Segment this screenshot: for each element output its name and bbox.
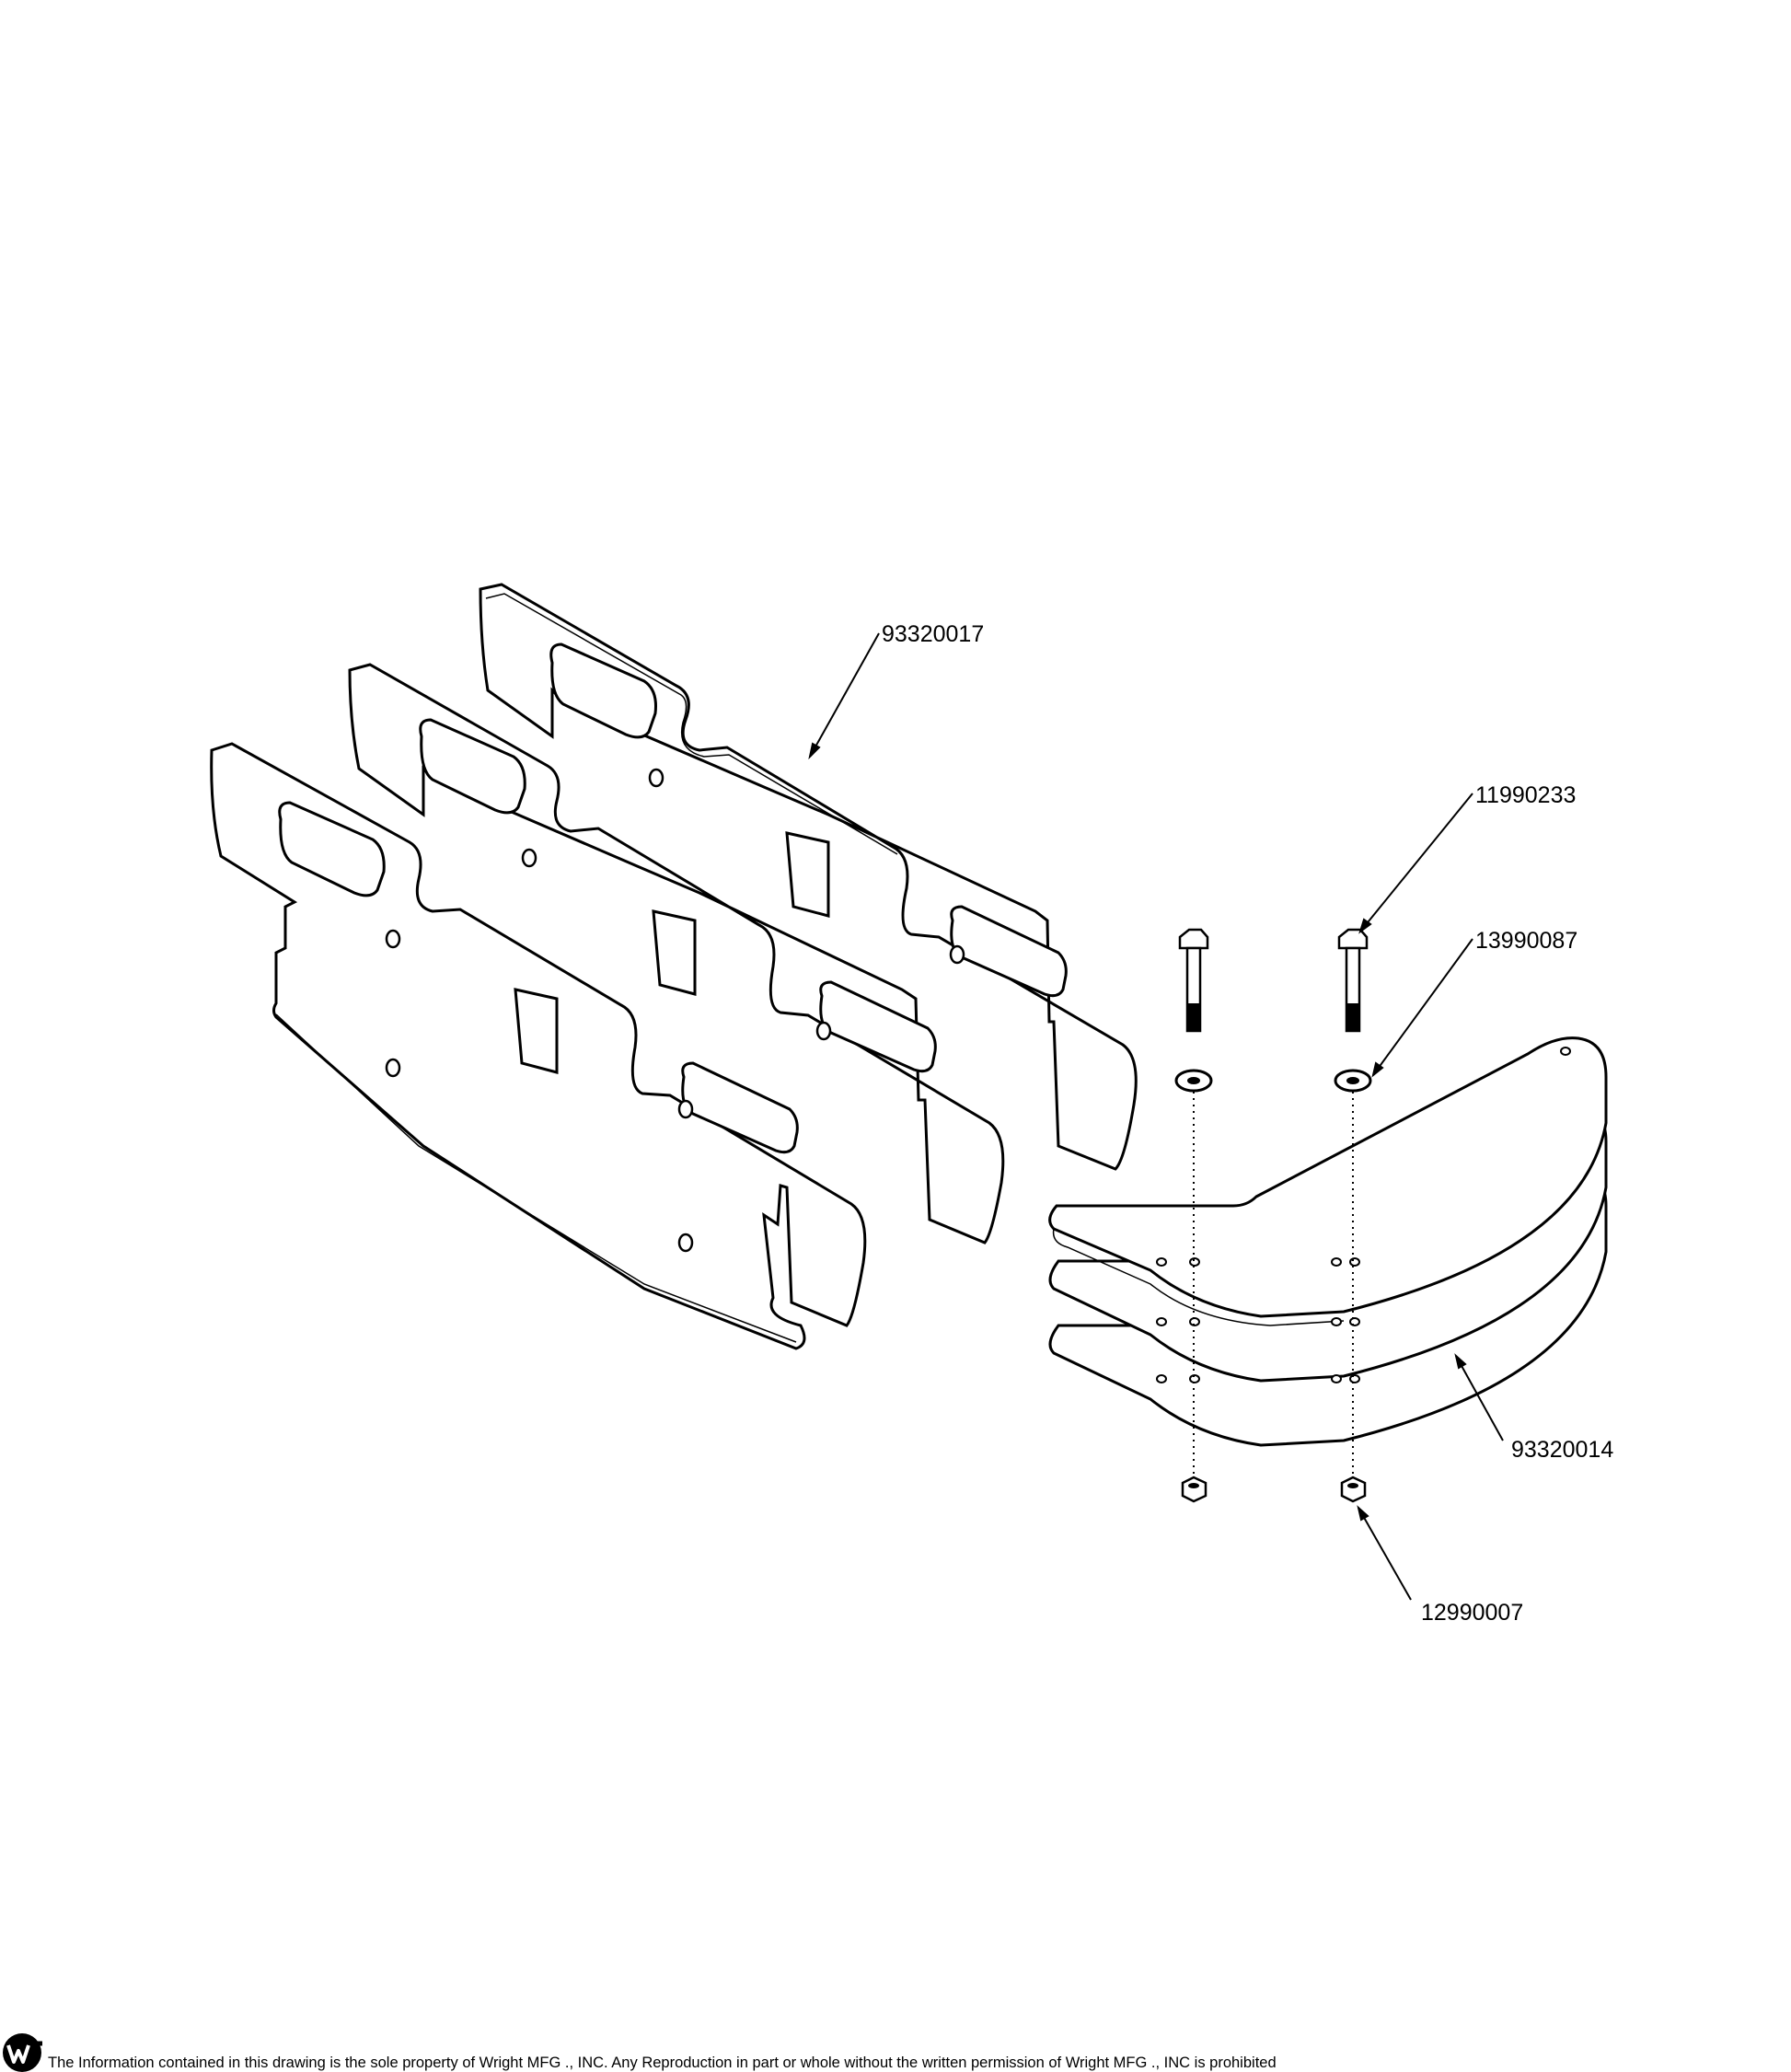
weight-plate-front (210, 742, 867, 1350)
bolt-right (1337, 928, 1369, 1033)
wright-logo-icon (3, 2033, 42, 2072)
callout-93320014: 93320014 (1511, 1437, 1613, 1463)
bolt-left (1178, 928, 1209, 1033)
callout-13990087: 13990087 (1475, 928, 1577, 954)
weight-plate-back (479, 583, 1138, 1171)
callout-11990233: 11990233 (1475, 782, 1576, 808)
weight-plate-middle (348, 663, 1005, 1244)
leader-lines (808, 632, 1504, 1601)
proprietary-notice: The Information contained in this drawin… (48, 2055, 1277, 2071)
nut-right (1340, 1476, 1367, 1503)
callout-12990007: 12990007 (1421, 1600, 1523, 1626)
nut-left (1181, 1476, 1207, 1503)
washer-left (1174, 1069, 1213, 1093)
washer-right (1334, 1069, 1372, 1093)
callout-93320017: 93320017 (882, 621, 984, 647)
footer: The Information contained in this drawin… (0, 2031, 1791, 2072)
